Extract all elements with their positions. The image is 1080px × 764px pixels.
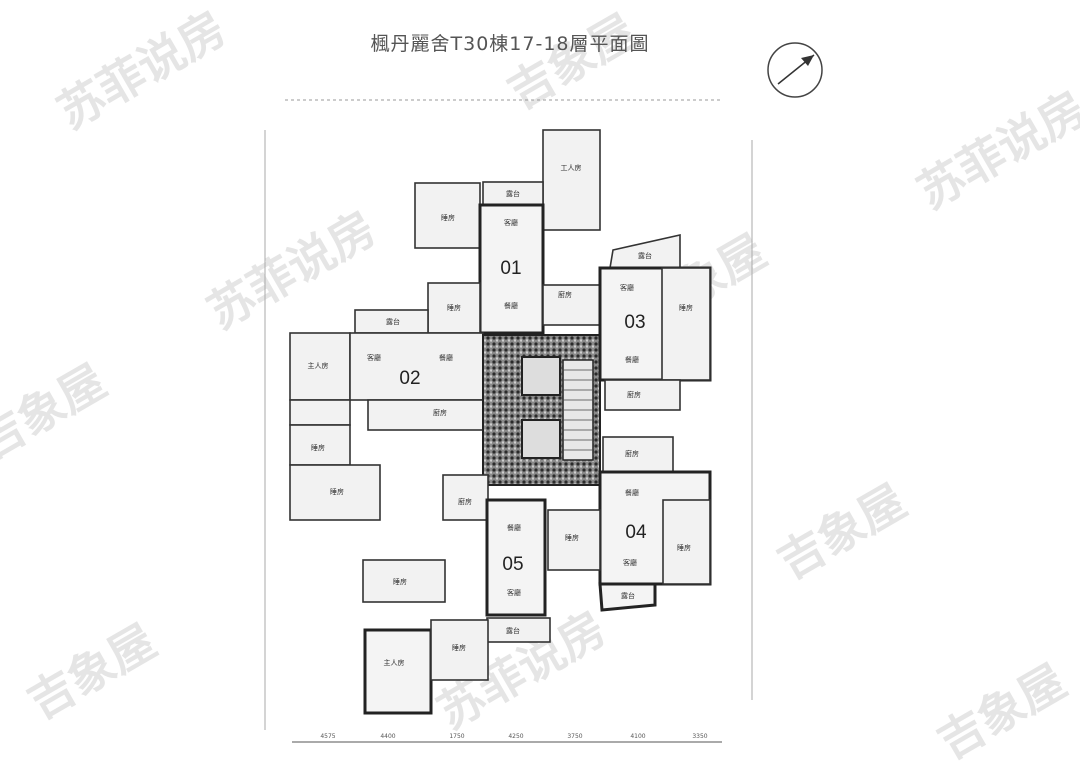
dimension-line-bottom: 4575 4400 1750 4250 3750 4100 3350: [292, 733, 722, 743]
room-bedroom: [662, 499, 711, 585]
room-bedroom: [430, 619, 489, 681]
unit-05: 廚房 餐廳 05 客廳 睡房 露台 主人房 睡房: [362, 474, 551, 715]
room-label: 主人房: [308, 361, 329, 370]
room-master: [363, 628, 433, 715]
lift-stair-core: [482, 334, 601, 486]
unit-number: 05: [502, 554, 523, 575]
plan-title: 楓丹麗舍T30棟17-18層平面圖: [371, 33, 650, 55]
room-label: 露台: [506, 626, 520, 635]
room-bedroom: [427, 282, 481, 334]
room-label: 露台: [386, 317, 400, 326]
room-label: 餐廳: [507, 523, 521, 532]
room-label: 客廳: [504, 218, 518, 227]
dimension-label: 4100: [630, 733, 645, 740]
room-maid: [542, 129, 601, 231]
unit-number: 04: [625, 522, 647, 543]
dimension-label: 4575: [320, 733, 335, 740]
unit-03: 露台 客廳 03 餐廳 睡房 廚房: [598, 234, 712, 411]
room-balcony: [598, 582, 657, 612]
room-label: 睡房: [565, 533, 579, 542]
room-label: 工人房: [561, 163, 582, 172]
room-label: 客廳: [367, 353, 381, 362]
room-label: 客廳: [507, 588, 521, 597]
room-bedroom: [414, 182, 481, 249]
room-living-dining: [478, 203, 545, 335]
room-living-dining: [485, 498, 547, 617]
room-label: 餐廳: [625, 488, 639, 497]
room-label: 睡房: [447, 303, 461, 312]
room-bathroom: [289, 399, 351, 426]
room-label: 餐廳: [625, 355, 639, 364]
dimension-label: 4400: [380, 733, 395, 740]
room-kitchen: [542, 284, 601, 326]
room-label: 餐廳: [439, 353, 453, 362]
room-label: 客廳: [623, 558, 637, 567]
room-bedroom: [362, 559, 446, 603]
room-label: 睡房: [441, 213, 455, 222]
room-bedroom: [661, 267, 711, 381]
watermark: 吉象屋: [19, 614, 166, 730]
unit-number: 03: [624, 312, 645, 333]
unit-04: 廚房 餐廳 04 客廳 睡房 睡房 露台: [547, 436, 712, 612]
room-label: 睡房: [452, 643, 466, 652]
room-kitchen: [442, 474, 489, 521]
room-kitchen: [367, 399, 484, 431]
dimension-label: 3750: [567, 733, 582, 740]
unit-number: 02: [399, 368, 420, 389]
room-label: 廚房: [625, 449, 639, 458]
watermark: 吉象屋: [0, 354, 115, 470]
dimension-label: 4250: [508, 733, 523, 740]
dimension-label: 3350: [692, 733, 707, 740]
watermark: 吉象屋: [499, 4, 646, 120]
watermark: 苏菲说房: [909, 81, 1080, 220]
dimension-label: 1750: [449, 733, 464, 740]
room-label: 主人房: [384, 658, 405, 667]
room-label: 廚房: [433, 408, 447, 417]
lift-shaft: [521, 356, 561, 396]
unit-02: 主人房 客廳 02 餐廳 廚房 睡房 睡房: [289, 332, 484, 521]
north-arrow-icon: [767, 42, 823, 98]
room-bedroom: [289, 464, 381, 521]
room-label: 睡房: [311, 443, 325, 452]
lift-shaft: [521, 419, 561, 459]
room-label: 露台: [621, 591, 635, 600]
room-label: 露台: [638, 251, 652, 260]
room-label: 睡房: [679, 303, 693, 312]
watermark: 吉象屋: [769, 474, 916, 590]
room-label: 睡房: [677, 543, 691, 552]
room-label: 睡房: [393, 577, 407, 586]
room-label: 廚房: [458, 497, 472, 506]
room-label: 餐廳: [504, 301, 518, 310]
room-kitchen: [602, 436, 674, 473]
room-label: 客廳: [620, 283, 634, 292]
room-bedroom: [547, 509, 601, 571]
unit-01: 工人房 睡房 露台 客廳 01 餐廳 廚房 睡房 露台: [354, 129, 601, 335]
room-living-dining: [349, 332, 484, 401]
room-kitchen: [604, 379, 681, 411]
room-label: 睡房: [330, 487, 344, 496]
room-label: 露台: [506, 189, 520, 198]
watermark: 苏菲说房: [49, 1, 235, 140]
room-label: 廚房: [627, 390, 641, 399]
unit-number: 01: [500, 258, 521, 279]
watermark: 吉象屋: [929, 654, 1076, 764]
room-label: 廚房: [558, 290, 572, 299]
